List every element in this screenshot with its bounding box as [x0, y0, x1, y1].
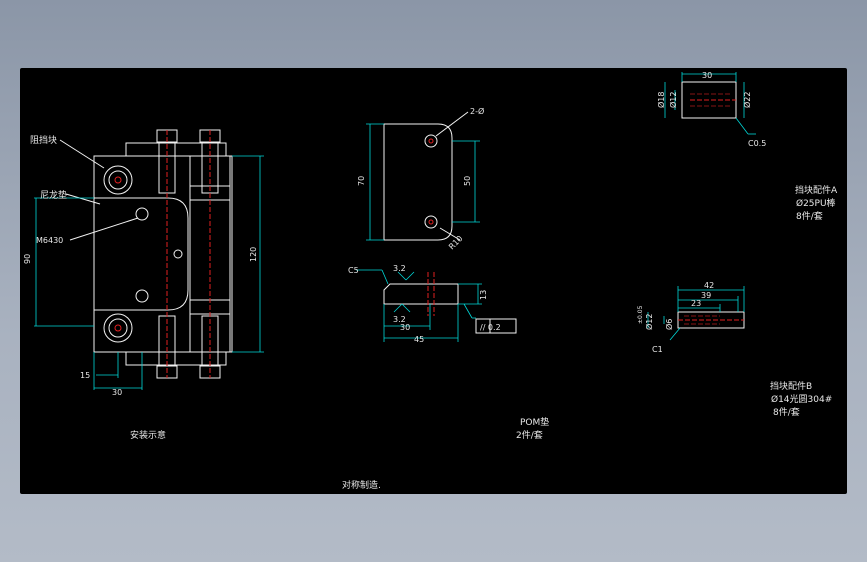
dim-a-30: 30: [702, 71, 712, 80]
parallelism-frame: [475, 318, 517, 334]
label-block-stop: 阻挡块: [30, 134, 57, 146]
label-part-b-title: 挡块配件B: [770, 380, 812, 392]
dim-90-lines: [34, 197, 94, 327]
dim-15: 15: [80, 371, 90, 380]
part-a-dims: [664, 72, 756, 135]
dim-120: 120: [249, 247, 258, 262]
pom-pad-front-view: [383, 123, 453, 241]
dim-2-holes: 2-Ø: [470, 106, 484, 116]
dim-70-50-lines: [366, 123, 480, 241]
dim-roughness-bottom: 3.2: [393, 315, 406, 324]
leader-nylon-pad: [65, 193, 101, 205]
label-install-view: 安装示意: [130, 429, 166, 441]
dim-b-23: 23: [691, 299, 701, 308]
cad-drawing-canvas[interactable]: 阻挡块 尼龙垫 M6430 90 120 15 30 安装示意 70 50 2-…: [20, 68, 847, 494]
dim-b-12: Ø12: [644, 314, 654, 330]
dim-a-c05: C0.5: [748, 139, 766, 148]
dim-b-39: 39: [701, 291, 711, 300]
leader-block-stop: [59, 139, 105, 169]
label-nylon-pad: 尼龙垫: [40, 189, 67, 201]
dim-r10: R10: [447, 234, 465, 252]
label-part-b-spec: Ø14光圆304#: [771, 393, 832, 405]
part-a-view: [681, 81, 737, 119]
dim-30-pom: 30: [400, 323, 410, 332]
dim-a-12: Ø12: [668, 92, 678, 108]
label-pom-qty: 2件/套: [516, 429, 543, 441]
dim-b-42: 42: [704, 281, 714, 290]
leader-r10: [439, 227, 461, 241]
dim-b-tol: ±0.05: [637, 305, 644, 324]
dim-120-lines: [232, 155, 264, 353]
dim-50: 50: [463, 176, 472, 186]
pom-side-dims: [356, 269, 482, 342]
dim-90: 90: [23, 254, 32, 264]
label-part-a-title: 挡块配件A: [795, 184, 838, 196]
label-pom-pad: POM垫: [520, 416, 549, 428]
label-part-a-spec: Ø25PU棒: [796, 197, 836, 209]
label-part-a-qty: 8件/套: [796, 210, 823, 222]
dim-30-install: 30: [112, 388, 122, 397]
label-symmetric: 对称制造.: [342, 479, 381, 491]
drawing-svg: 阻挡块 尼龙垫 M6430 90 120 15 30 安装示意 70 50 2-…: [23, 71, 838, 491]
install-assembly-view: [93, 129, 233, 379]
dim-roughness-top: 3.2: [393, 264, 406, 273]
dim-a-22: Ø22: [742, 92, 752, 108]
dim-b-c1: C1: [652, 345, 663, 354]
dim-15-30-lines: [93, 352, 143, 390]
part-b-view: [677, 311, 745, 329]
part-b-dims: [647, 286, 745, 341]
pom-pad-side-view: [383, 272, 459, 316]
dim-b-6: Ø6: [664, 319, 674, 330]
leader-bolt: [69, 217, 139, 241]
label-part-b-qty: 8件/套: [773, 406, 800, 418]
dim-13: 13: [479, 290, 488, 300]
dim-70: 70: [357, 176, 366, 186]
dim-parallelism: // 0.2: [480, 323, 501, 332]
dim-a-18: Ø18: [656, 92, 666, 108]
leader-holes: [435, 111, 469, 137]
dim-c5: C5: [348, 266, 359, 275]
dim-45: 45: [414, 335, 424, 344]
label-bolt-spec: M6430: [36, 236, 63, 245]
